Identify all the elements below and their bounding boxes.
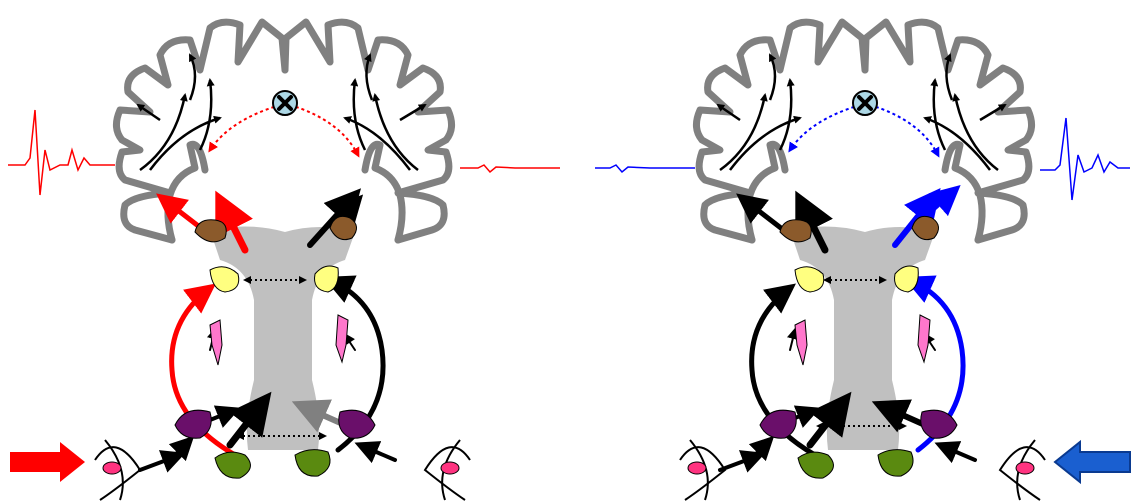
cochlea-icon bbox=[95, 440, 140, 500]
brainstem bbox=[210, 226, 355, 450]
thalamus-node-left bbox=[195, 220, 226, 242]
colliculus-node-left bbox=[795, 267, 824, 292]
lemniscus-node-left bbox=[210, 320, 222, 365]
cochlear-nucleus-left bbox=[798, 452, 833, 478]
olive-node-left bbox=[175, 410, 211, 438]
cochlear-nucleus-right bbox=[878, 450, 913, 477]
waveform-left-small bbox=[460, 165, 560, 172]
cochlea-icon bbox=[425, 440, 470, 500]
waveform-left-large bbox=[8, 110, 115, 195]
waveform-right-large bbox=[1040, 118, 1130, 200]
cochlea-icon bbox=[1000, 440, 1045, 500]
panel-right-stimulus bbox=[595, 22, 1130, 500]
thalamus-node-left bbox=[780, 220, 811, 242]
cochlear-nucleus-right bbox=[295, 450, 330, 477]
lemniscus-node-right bbox=[336, 315, 348, 362]
stimulus-arrow-icon bbox=[10, 442, 85, 482]
stimulus-arrow-icon bbox=[1055, 442, 1130, 482]
cerebral-cortex bbox=[116, 22, 451, 240]
cochlear-nucleus-left bbox=[215, 452, 250, 478]
lemniscus-node-right bbox=[918, 315, 930, 362]
brainstem bbox=[790, 226, 935, 450]
panel-left-stimulus bbox=[8, 22, 560, 500]
interhemispheric-inhibition bbox=[210, 91, 358, 155]
interhemispheric-inhibition bbox=[790, 91, 938, 155]
lemniscus-node-left bbox=[795, 320, 807, 365]
cerebral-cortex bbox=[696, 22, 1031, 240]
colliculus-node-left bbox=[210, 267, 239, 292]
waveform-right-small bbox=[595, 165, 695, 172]
